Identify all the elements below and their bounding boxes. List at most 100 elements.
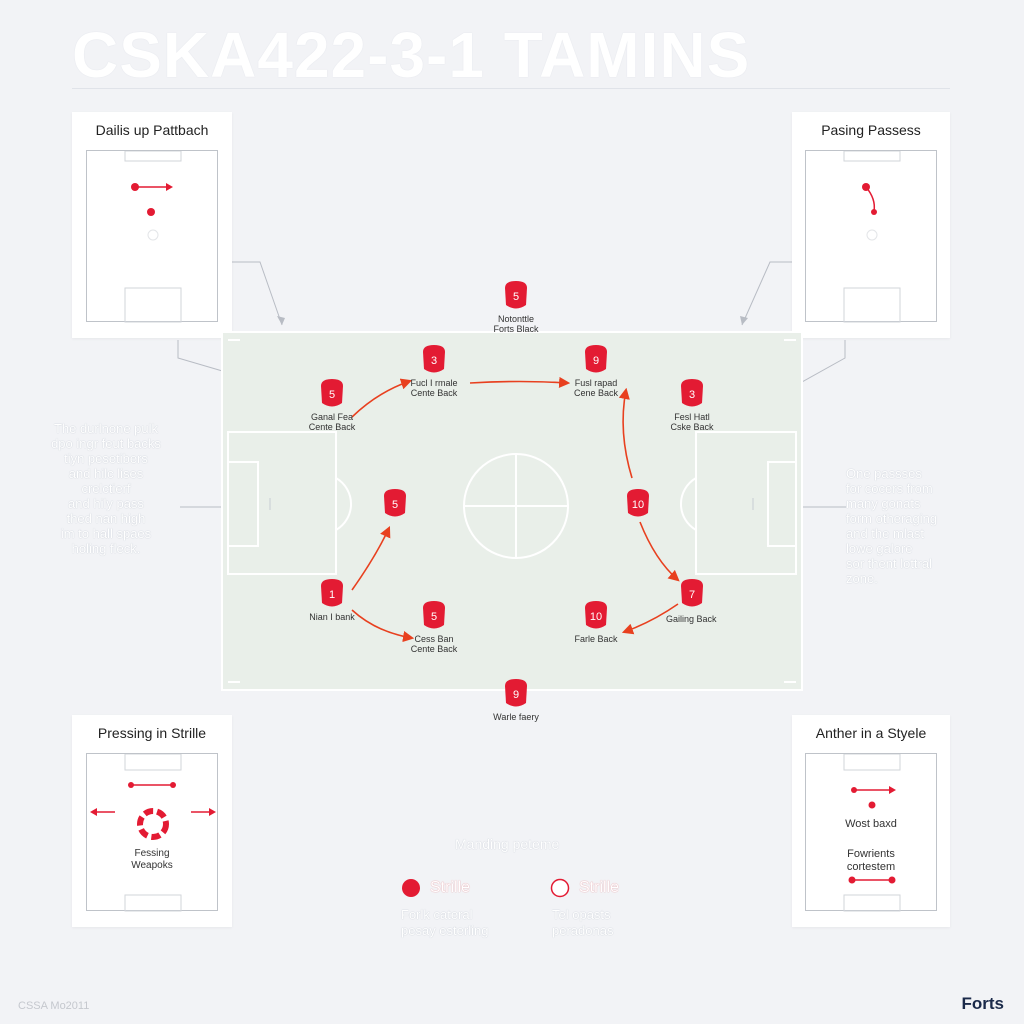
player-label: Warle faery	[493, 712, 539, 722]
player-dot	[888, 876, 896, 884]
player-shirt	[585, 601, 607, 629]
player-shirt	[505, 281, 527, 309]
goal-area	[843, 287, 901, 323]
mini-pitch	[86, 150, 218, 323]
brand-logo: Forts	[961, 994, 1005, 1013]
player-marker: 9	[505, 679, 527, 707]
player-label: Forts Black	[493, 324, 539, 334]
left-description: The durlnone pulk dpo ingr feut backs ti…	[26, 421, 186, 556]
player-label: Notonttle	[498, 314, 534, 324]
player-marker: 1	[321, 579, 343, 607]
player-label: Cess Ban	[414, 634, 453, 644]
player-label: Farle Back	[574, 634, 618, 644]
text-line: form otheraging	[846, 511, 938, 526]
player-marker: 3	[681, 379, 703, 407]
player-dot	[170, 782, 176, 788]
panel-title: Pressing in Strille	[97, 725, 207, 741]
player-marker: 10	[627, 489, 649, 517]
text-line: dpo ingr feut backs	[51, 436, 161, 451]
legend-solid-desc: pesay esterling	[401, 923, 489, 938]
text-line: The durlnone pulk	[53, 421, 159, 436]
legend-solid-label: Strille	[430, 879, 471, 896]
pass-arrow	[469, 376, 571, 389]
right-description: One passses for cocers from many gonats …	[846, 466, 976, 586]
player-marker: 9	[585, 345, 607, 373]
player-shirt	[423, 345, 445, 373]
legend-outline-label: Strille	[579, 879, 620, 896]
mini-label: cortestem	[846, 861, 896, 873]
footer-caption: CSSA Mo2011	[18, 1000, 90, 1012]
connector-line	[741, 261, 792, 326]
player-number: 5	[329, 389, 335, 401]
panel-title: Pasing Passess	[821, 122, 921, 138]
arrowhead	[209, 808, 216, 816]
player-label: Nian I bank	[309, 612, 355, 622]
text-line: One passses	[846, 466, 922, 481]
mini-label: Fowrients	[847, 848, 895, 860]
connector-line	[783, 340, 846, 393]
player-label: Ganal Fea	[311, 412, 353, 422]
text-line: sor thent lottral	[846, 556, 932, 571]
player-shirt	[423, 601, 445, 629]
player-label: Cene Back	[574, 388, 619, 398]
center-circle	[147, 229, 159, 241]
panel-bottom-right: Anther in a Styele Wost baxd Fowrients c…	[792, 715, 950, 927]
player-label: Cente Back	[411, 644, 458, 654]
text-line: lowe galore	[846, 541, 913, 556]
panel-title: Anther in a Styele	[815, 725, 927, 741]
pass-arrow	[351, 609, 415, 643]
arrowhead	[90, 808, 97, 816]
mini-pitch	[805, 150, 937, 323]
player-number: 3	[431, 355, 437, 367]
text-line: im to hall spaes	[60, 526, 152, 541]
player-shirt	[384, 489, 406, 517]
penalty-arc-right	[679, 477, 697, 531]
player-label: Fusl rapad	[575, 378, 618, 388]
legend-outline-swatch	[550, 878, 570, 898]
text-line: and the mlast	[846, 526, 925, 541]
text-line: zone.	[846, 571, 878, 586]
player-label: Fucl I rmale	[410, 378, 457, 388]
player-number: 3	[689, 389, 695, 401]
legend-outline-desc: Tel opasts	[552, 907, 611, 922]
player-marker: 5	[321, 379, 343, 407]
mini-pitch: Fessing Weapoks	[86, 753, 218, 912]
player-number: 5	[392, 499, 398, 511]
player-shirt	[627, 489, 649, 517]
player-dot	[868, 801, 876, 809]
pass-arrow	[639, 521, 680, 582]
goal-area	[124, 151, 182, 162]
page-title: CSKA422-3-1 TAMINS	[72, 19, 751, 91]
text-line: tiyn pesetibers	[64, 451, 148, 466]
player-marker: 10	[585, 601, 607, 629]
pass-arrow	[621, 603, 679, 635]
goal-area	[124, 287, 182, 323]
mini-label: Weapoks	[131, 860, 173, 871]
player-shirt	[681, 579, 703, 607]
arrowhead	[166, 183, 173, 191]
text-line: and hilc lises	[68, 466, 144, 481]
mini-label: Wost baxd	[845, 818, 897, 830]
panel-top-right: Pasing Passess	[792, 112, 950, 338]
legend-solid-desc: Forlk cateral	[401, 907, 473, 922]
player-marker: 3	[423, 345, 445, 373]
player-dot	[871, 209, 877, 215]
player-shirt	[681, 379, 703, 407]
player-dot	[851, 787, 857, 793]
player-number: 10	[590, 611, 602, 623]
legend-solid-swatch	[402, 879, 420, 897]
player-marker: 5	[384, 489, 406, 517]
player-number: 5	[513, 291, 519, 303]
goal-area	[843, 151, 901, 162]
pass-arrow	[618, 387, 633, 479]
player-shirt	[321, 579, 343, 607]
player-dot	[131, 183, 139, 191]
player-label: Cske Back	[670, 422, 714, 432]
penalty-arc-left	[335, 477, 353, 531]
player-number: 9	[513, 689, 519, 701]
text-line: for cocers from	[846, 481, 933, 496]
player-marker: 5	[423, 601, 445, 629]
text-line: many gonats	[846, 496, 921, 511]
